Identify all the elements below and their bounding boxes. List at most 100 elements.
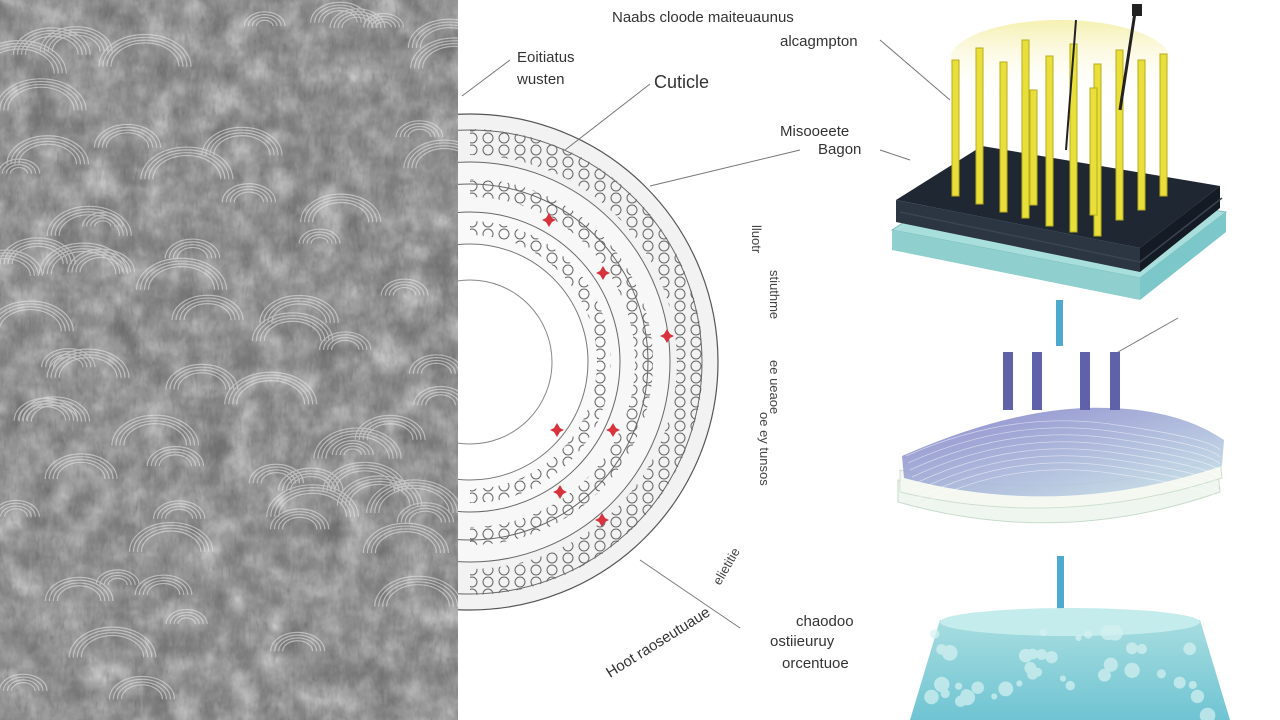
- fiber-whorl: [362, 522, 449, 553]
- sheet-pillar: [1003, 352, 1013, 410]
- fiber-whorl: [321, 433, 394, 459]
- label-outer-top-2: wusten: [516, 71, 565, 88]
- fiber-whorl: [173, 614, 200, 624]
- fiber-whorl: [150, 448, 201, 467]
- fiber-whorl: [26, 401, 83, 422]
- fiber-pillar: [1159, 53, 1168, 197]
- fiber-whorl: [259, 317, 326, 342]
- label-vertical-4: oe ey tunsos: [757, 412, 772, 486]
- fiber-whorl: [378, 487, 450, 513]
- fiber-whorl: [225, 185, 273, 203]
- gel-bubble: [924, 689, 939, 705]
- fiber-whorl: [160, 505, 198, 519]
- fiber-whorl: [120, 684, 164, 700]
- fiber-whorl: [68, 626, 157, 658]
- fiber-whorl: [135, 257, 228, 290]
- fiber-whorl: [48, 456, 114, 480]
- fiber-whorl: [371, 18, 397, 28]
- gel-bubble: [1036, 649, 1047, 660]
- fiber-whorl: [52, 582, 106, 601]
- fiber-whorl: [164, 508, 194, 519]
- fiber-whorl: [327, 336, 364, 350]
- fiber-whorl: [58, 357, 118, 378]
- fiber-whorl: [323, 334, 368, 350]
- fiber-whorl: [408, 510, 443, 523]
- fiber-whorl: [115, 417, 196, 446]
- fiber-whorl: [411, 21, 458, 48]
- gel-bubble: [1103, 657, 1118, 672]
- fiber-whorl: [50, 351, 126, 378]
- fiber-whorl: [24, 35, 79, 55]
- gel-bubble: [991, 693, 998, 700]
- fiber-whorl: [255, 315, 330, 342]
- fiber-whorl: [331, 440, 374, 456]
- fiber-whorl: [274, 634, 322, 652]
- label-bottom-slanted-b: elietitie: [710, 545, 743, 588]
- fiber-whorl: [399, 123, 440, 138]
- fiber-whorl: [278, 492, 348, 517]
- fiber-whorl: [298, 228, 341, 244]
- fiber-whorl: [22, 399, 87, 422]
- fiber-whorl: [417, 388, 458, 406]
- fiber-whorl: [175, 297, 240, 321]
- fiber-whorl: [407, 142, 458, 169]
- fiber-whorl: [282, 640, 314, 652]
- fiber-whorl: [80, 634, 145, 658]
- fiber-whorl: [39, 26, 113, 52]
- fiber-whorl: [86, 214, 120, 227]
- fiber-whorl: [273, 511, 326, 530]
- fiber-whorl: [10, 682, 36, 691]
- fiber-whorl: [0, 48, 55, 74]
- fiber-whorl: [400, 504, 451, 523]
- fiber-whorl: [0, 499, 40, 517]
- fiber-whorl: [267, 300, 331, 323]
- fiber-whorl: [105, 132, 150, 148]
- sheet-contour: [909, 434, 1221, 471]
- fiber-whorl: [407, 18, 458, 48]
- fiber-whorl: [367, 15, 401, 28]
- marker-star-icon: [595, 513, 609, 527]
- fiber-whorl: [304, 196, 378, 223]
- gel-bubble: [1065, 680, 1076, 691]
- fiber-whorl: [0, 257, 31, 277]
- fiber-whorl: [418, 43, 458, 69]
- fiber-whorl: [281, 516, 318, 530]
- fiber-whorl: [76, 632, 149, 658]
- fiber-whorl: [419, 27, 458, 48]
- fiber-whorl: [422, 45, 458, 69]
- label-bottom-1: chaodoo: [796, 613, 854, 630]
- fiber-whorl: [152, 500, 206, 519]
- fiber-whorl: [278, 637, 318, 652]
- fiber-whorl: [392, 286, 417, 296]
- fiber-whorl: [420, 362, 452, 374]
- fiber-whorl: [0, 300, 74, 332]
- fiber-whorl: [128, 522, 214, 552]
- label-top-1: Naabs cloode maiteuaunus: [612, 9, 794, 26]
- fiber-pillar: [951, 59, 960, 197]
- label-vertical-1: lluotr: [749, 225, 764, 254]
- fiber-whorl: [5, 164, 33, 174]
- gel-bubble: [1045, 650, 1058, 664]
- gel-bubble: [1033, 667, 1043, 677]
- fiber-whorl: [52, 458, 110, 480]
- fiber-whorl: [7, 86, 75, 111]
- fiber-whorl: [56, 461, 106, 480]
- fiber-whorl: [233, 191, 265, 203]
- fiber-whorl: [221, 182, 277, 203]
- gel-bubble: [1173, 676, 1186, 689]
- fiber-whorl: [366, 423, 414, 440]
- fiber-whorl: [358, 417, 422, 440]
- fiber-whorl: [9, 166, 29, 174]
- fiber-whorl: [98, 33, 192, 67]
- fiber-whorl: [47, 31, 105, 52]
- fiber-whorl: [6, 679, 40, 691]
- fiber-whorl: [45, 350, 92, 368]
- fiber-whorl: [306, 234, 333, 244]
- fiber-whorl: [330, 467, 400, 492]
- sheet-contour: [917, 462, 1221, 499]
- gel-bubble: [1039, 629, 1047, 637]
- fiber-whorl: [270, 631, 326, 652]
- fiber-whorl: [140, 146, 234, 180]
- fiber-whorl: [0, 78, 87, 111]
- fiber-whorl: [90, 217, 116, 227]
